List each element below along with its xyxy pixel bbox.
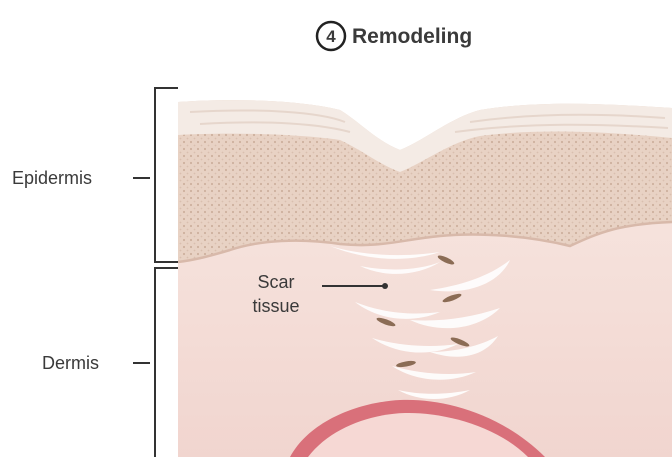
layer-brackets <box>133 88 178 457</box>
scar-label-line2: tissue <box>252 296 299 316</box>
step-header: 4 Remodeling <box>317 22 472 50</box>
epidermis-label: Epidermis <box>12 168 92 188</box>
step-number: 4 <box>326 27 336 46</box>
skin-cross-section <box>178 100 672 457</box>
scar-leader-dot <box>382 283 388 289</box>
scar-label-line1: Scar <box>257 272 294 292</box>
dermis-label: Dermis <box>42 353 99 373</box>
epidermis-bracket <box>155 88 178 262</box>
dermis-bracket <box>155 268 178 457</box>
step-title: Remodeling <box>352 25 472 48</box>
